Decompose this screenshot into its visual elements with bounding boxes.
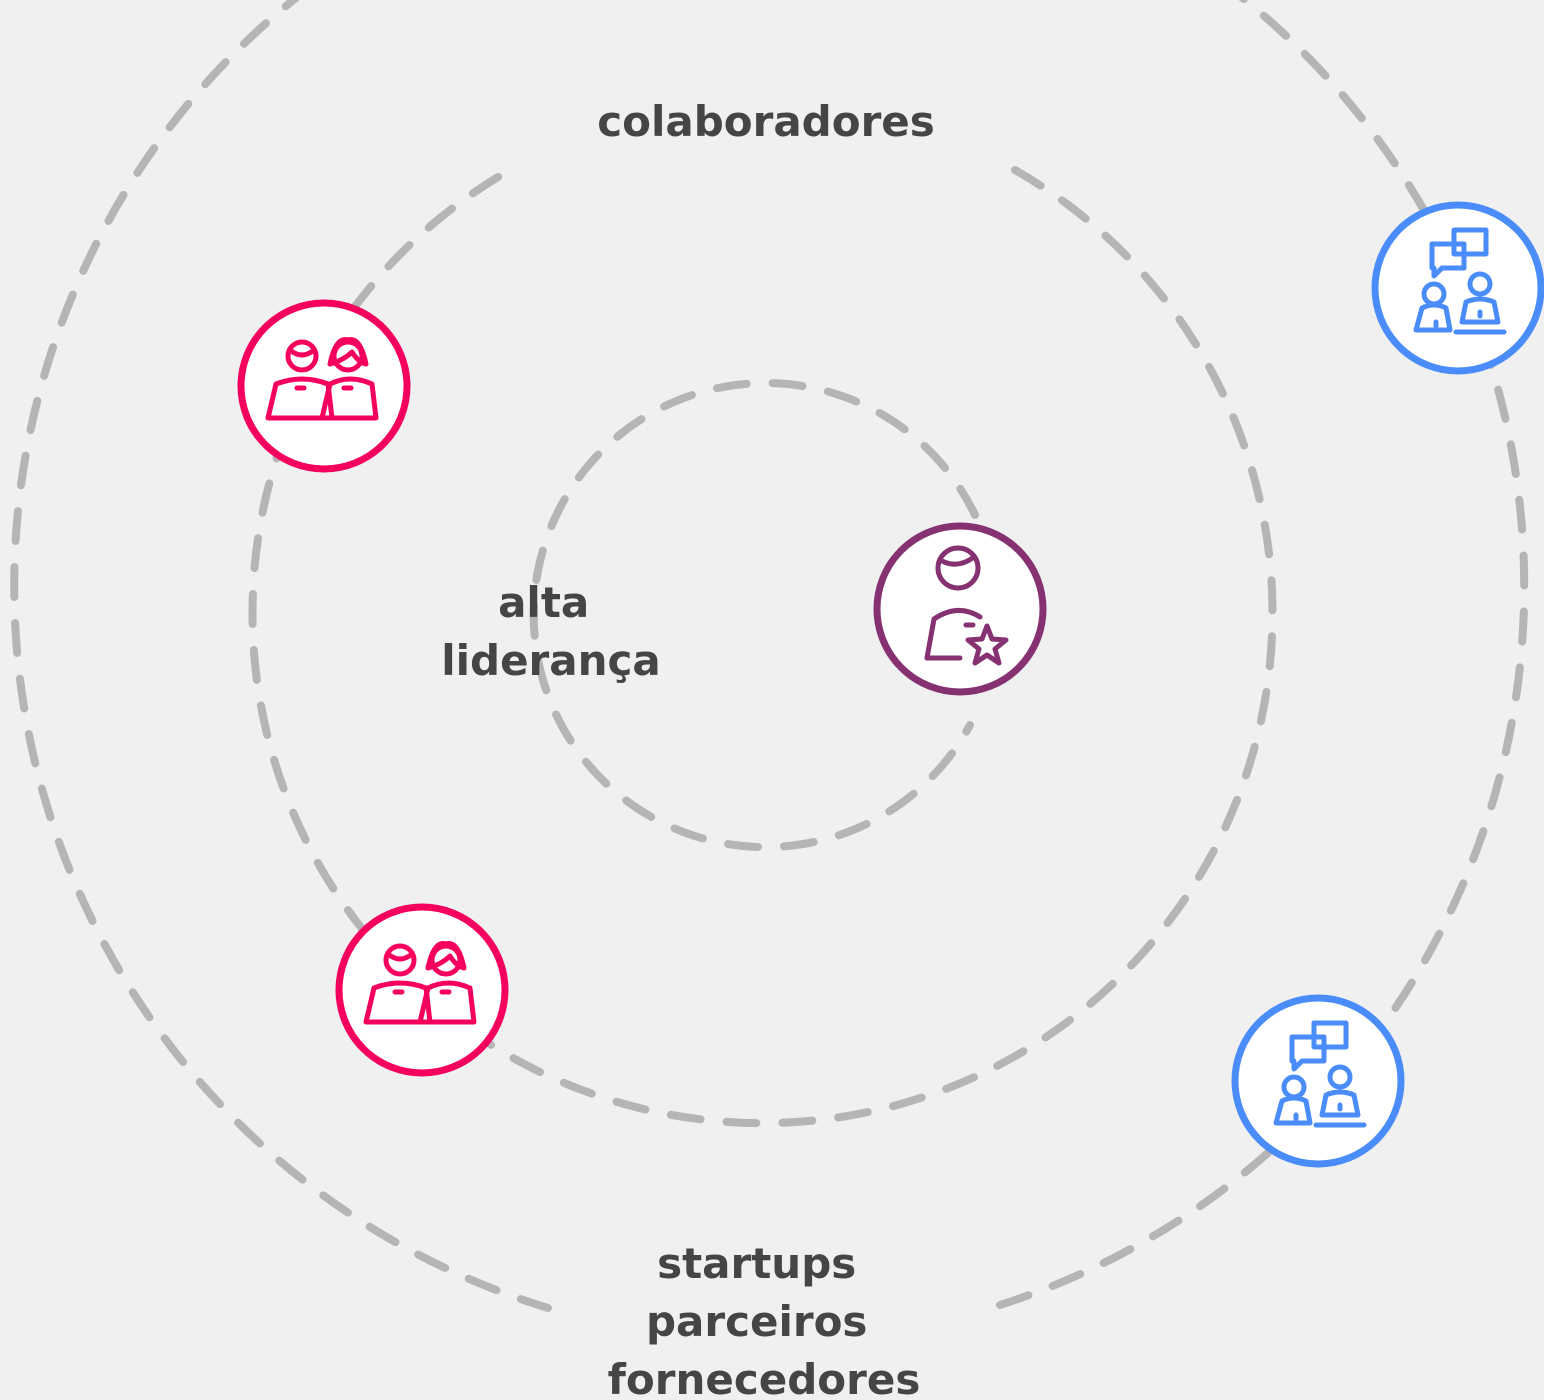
inner-ring: [529, 379, 979, 852]
two-women-icon: [237, 299, 411, 473]
inner-ring-label: alta liderança: [441, 578, 661, 685]
people-conversation-icon: [1231, 994, 1405, 1168]
inner-ring-label-line-1: alta: [498, 578, 589, 627]
inner-ring-label-line-2: liderança: [441, 636, 661, 685]
two-women-icon: [335, 903, 509, 1077]
middle-ring-label: colaboradores: [597, 97, 935, 146]
outer-ring-label-line-2: parceiros: [646, 1297, 867, 1346]
leader-star-icon: [873, 522, 1047, 696]
outer-ring: [10, 0, 1529, 1312]
people-conversation-icon: [1371, 201, 1544, 375]
outer-ring-label: startups parceiros fornecedores: [608, 1239, 921, 1400]
outer-ring-label-line-3: fornecedores: [608, 1355, 921, 1400]
middle-ring: [248, 166, 1277, 1128]
outer-ring-label-line-1: startups: [657, 1239, 856, 1288]
